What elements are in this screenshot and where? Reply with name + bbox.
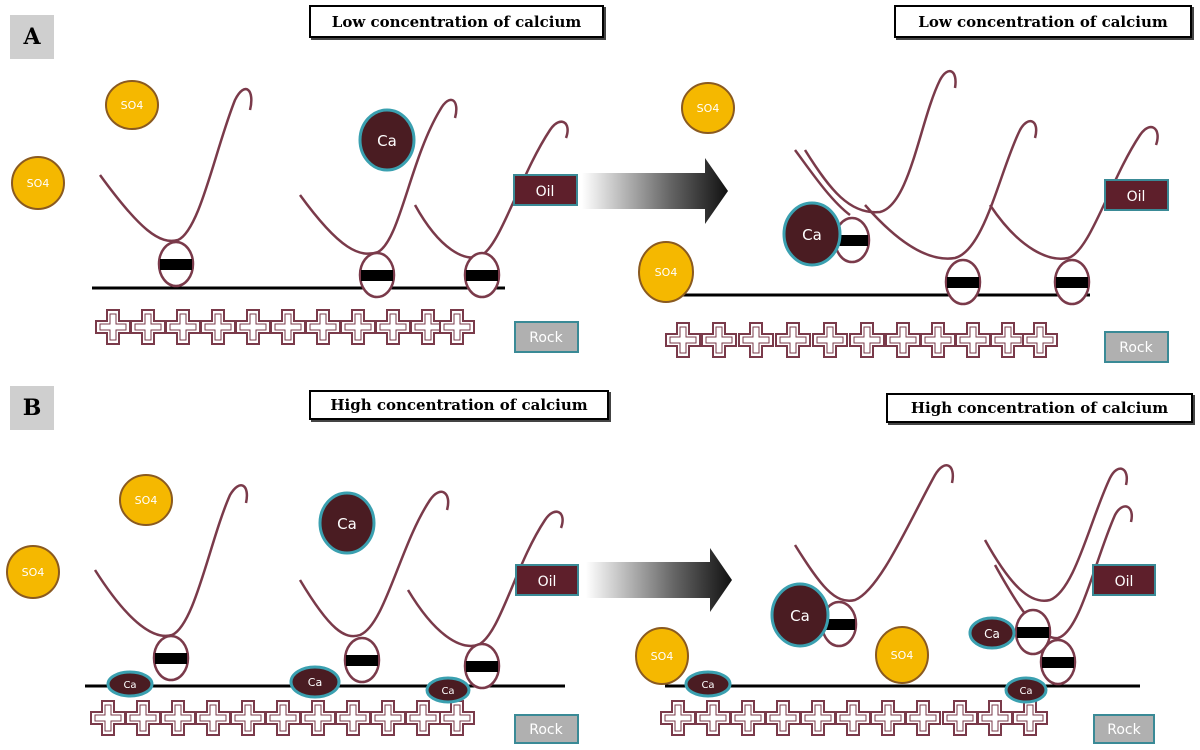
oil-chain <box>298 490 450 638</box>
polar-head <box>343 636 381 684</box>
process-arrow <box>582 158 728 224</box>
oil-label: Oil <box>536 184 555 200</box>
oil-chain <box>803 69 957 214</box>
sulfate-ion <box>6 545 60 599</box>
adsorbed-calcium-ion <box>684 670 732 698</box>
sulfate-label: SO4 <box>655 266 678 279</box>
rock-crosses <box>665 322 1058 358</box>
panel-a-right: Ca SO4 SO4 Oil Rock <box>638 69 1169 363</box>
oil-chain <box>98 87 253 243</box>
calcium-ion <box>770 582 830 648</box>
polar-head <box>358 251 396 299</box>
oil-chain <box>298 98 458 255</box>
sulfate-label: SO4 <box>135 494 158 507</box>
oil-chain <box>864 119 1038 260</box>
oil-chain <box>413 120 569 259</box>
rock-label-box <box>514 321 579 353</box>
calcium-label: Ca <box>308 676 322 689</box>
rock-crosses <box>95 309 475 345</box>
sulfate-label: SO4 <box>891 649 914 662</box>
sulfate-label: SO4 <box>121 99 144 112</box>
polar-head <box>157 240 195 288</box>
panel-a-after-title: Low concentration of calcium <box>894 5 1192 38</box>
panel-b-right: Ca Ca Ca Ca SO4 SO4 Oil Rock <box>635 464 1156 744</box>
rock-crosses <box>90 700 475 736</box>
oil-label: Oil <box>1115 574 1134 590</box>
sulfate-ion <box>105 80 159 130</box>
oil-chain <box>93 484 249 638</box>
calcium-ion <box>358 108 416 172</box>
oil-label-box <box>1104 179 1169 211</box>
polar-head <box>152 634 190 682</box>
panel-b-left: Ca Ca Ca SO4 SO4 Ca Oil Rock <box>6 474 579 744</box>
sulfate-ion <box>11 156 65 210</box>
rock-label-box <box>514 714 579 744</box>
calcium-label: Ca <box>123 680 136 691</box>
process-arrow <box>586 548 732 612</box>
sulfate-ion <box>635 627 689 685</box>
panel-a-before-title: Low concentration of calcium <box>309 5 604 38</box>
polar-head <box>1053 258 1091 306</box>
panel-b-before-title: High concentration of calcium <box>309 390 609 420</box>
sulfate-label: SO4 <box>651 650 674 663</box>
sulfate-ion <box>638 241 694 303</box>
sulfate-ion <box>119 474 173 526</box>
calcium-label: Ca <box>701 680 714 691</box>
rock-label-box <box>1104 331 1169 363</box>
adsorbed-calcium-ion <box>425 676 471 704</box>
oil-chain <box>983 467 1129 602</box>
rock-label: Rock <box>1107 722 1141 738</box>
panel-a-label: A <box>10 15 54 59</box>
adsorbed-calcium-ion <box>1004 676 1048 704</box>
calcium-label: Ca <box>441 686 454 697</box>
calcium-label: Ca <box>337 515 357 533</box>
rock-label: Rock <box>529 722 563 738</box>
calcium-ion <box>318 491 376 555</box>
oil-chain <box>988 125 1159 260</box>
oil-chain <box>793 149 851 216</box>
oil-label: Oil <box>538 574 557 590</box>
calcium-ion <box>968 616 1016 650</box>
oil-label-box <box>1092 564 1156 596</box>
rock-label: Rock <box>529 330 563 346</box>
rock-crosses <box>660 700 1048 736</box>
adsorbed-calcium-ion <box>106 670 154 698</box>
polar-head <box>1039 638 1077 686</box>
oil-chain <box>793 464 955 602</box>
oil-label: Oil <box>1127 189 1146 205</box>
oil-label-box <box>515 564 579 596</box>
panel-b-after-title: High concentration of calcium <box>886 393 1193 423</box>
sulfate-label: SO4 <box>22 566 45 579</box>
rock-label-box <box>1093 714 1155 744</box>
calcium-label: Ca <box>790 607 810 625</box>
sulfate-label: SO4 <box>697 102 720 115</box>
calcium-ion <box>782 201 842 267</box>
calcium-label: Ca <box>1019 686 1032 697</box>
panel-b-label: B <box>10 386 54 430</box>
panel-a-left: SO4 SO4 Ca Oil Rock <box>11 80 579 353</box>
polar-head <box>463 642 501 690</box>
calcium-label: Ca <box>802 226 822 244</box>
calcium-label: Ca <box>377 132 397 150</box>
sulfate-label: SO4 <box>27 177 50 190</box>
sulfate-ion <box>875 626 929 684</box>
sulfate-ion <box>681 82 735 134</box>
adsorbed-calcium-ion <box>289 665 341 699</box>
oil-chain <box>406 510 564 648</box>
rock-label: Rock <box>1119 340 1153 356</box>
polar-head <box>944 258 982 306</box>
calcium-label: Ca <box>984 627 1000 641</box>
oil-label-box <box>513 174 578 206</box>
polar-head <box>463 251 501 299</box>
